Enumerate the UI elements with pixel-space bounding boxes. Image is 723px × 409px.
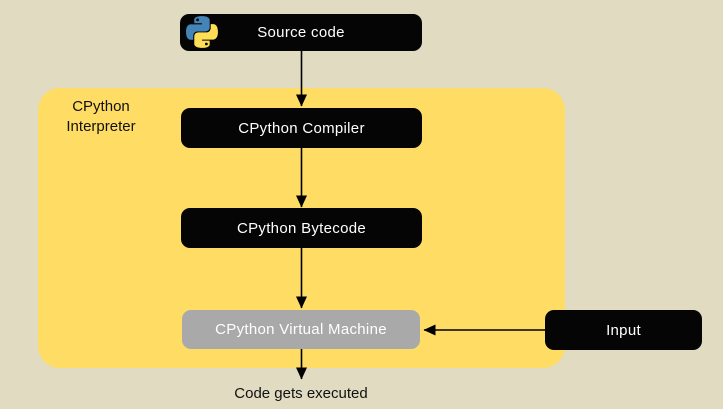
python-logo-icon [186,16,218,48]
node-source-code-label: Source code [257,24,345,41]
panel-title-line1: CPython [72,98,130,115]
node-cpython-virtual-machine-label: CPython Virtual Machine [215,321,387,338]
node-cpython-bytecode: CPython Bytecode [181,208,422,248]
node-cpython-bytecode-label: CPython Bytecode [236,219,367,237]
node-input-label: Input [606,321,641,339]
node-cpython-compiler: CPython Compiler [181,108,422,148]
node-cpython-virtual-machine: CPython Virtual Machine [182,310,420,349]
panel-title: CPython Interpreter [42,97,160,137]
panel-title-line2: Interpreter [66,118,136,135]
node-source-code: Source code [180,14,422,51]
node-cpython-compiler-label: CPython Compiler [238,119,365,137]
caption-code-gets-executed: Code gets executed [234,385,368,402]
node-input: Input [545,310,702,350]
